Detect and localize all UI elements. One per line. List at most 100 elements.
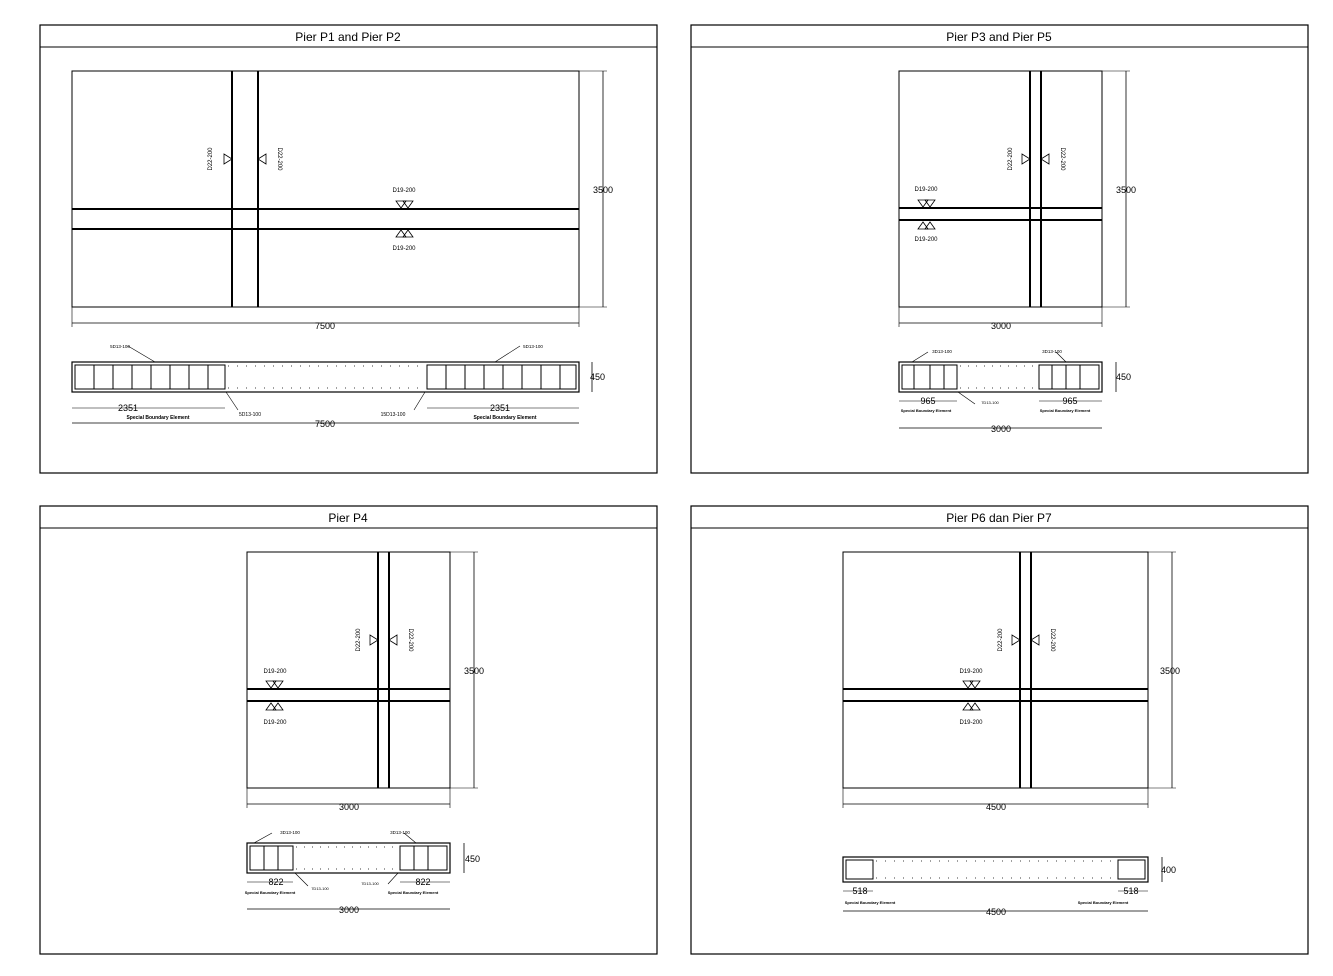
- rebar-marker: [969, 680, 981, 689]
- tie-label: 7D13-100: [311, 886, 329, 891]
- wall-section: 5D13-100 5D13-100 450 2351 2351 Special …: [71, 344, 605, 429]
- rebar-marker: [395, 229, 407, 238]
- rebar-marker: [962, 702, 974, 711]
- boundary-element-caption-left: Special Boundary Element: [901, 408, 952, 413]
- panel-title: Pier P3 and Pier P5: [946, 30, 1052, 44]
- rebar-marker: [1030, 634, 1040, 646]
- height-dimension: 3500: [464, 666, 484, 676]
- wall-elevation: D22-200 D22-200 D19-200 D19-200 3500 450…: [842, 551, 1180, 812]
- boundary-element-length-right: 822: [415, 877, 430, 887]
- horizontal-bar-label-bottom: D19-200: [263, 720, 287, 726]
- thickness-dimension: 450: [590, 372, 605, 382]
- rebar-marker: [1040, 153, 1050, 165]
- boundary-element-caption-left: Special Boundary Element: [126, 415, 189, 421]
- rebar-marker: [924, 199, 936, 208]
- boundary-element-length-right: 2351: [490, 403, 510, 413]
- panel-pier-p1-p2: Pier P1 and Pier P2 D22-200 D22-200 D19-…: [39, 24, 658, 474]
- boundary-element-caption-right: Special Boundary Element: [388, 890, 439, 895]
- tie-label: 5D13-100: [239, 412, 261, 418]
- rebar-marker: [272, 702, 284, 711]
- boundary-element-caption-left: Special Boundary Element: [845, 900, 896, 905]
- tie-label: 5D13-100: [523, 344, 543, 349]
- vertical-bar-label-right: D22-200: [1059, 147, 1065, 171]
- tie-label: 3D13-100: [390, 830, 410, 835]
- panel-title: Pier P4: [328, 511, 368, 525]
- panel-pier-p3-p5: Pier P3 and Pier P5 D22-200 D22-200 D19-…: [690, 24, 1309, 474]
- panel-title: Pier P6 dan Pier P7: [946, 511, 1052, 525]
- vertical-bar-label-left: D22-200: [208, 147, 214, 171]
- rebar-marker: [257, 153, 267, 165]
- rebar-marker: [265, 680, 277, 689]
- rebar-marker: [1011, 634, 1021, 646]
- rebar-marker: [962, 680, 974, 689]
- width-dimension: 3000: [339, 802, 359, 812]
- height-dimension: 3500: [1160, 666, 1180, 676]
- wall-section: 3D13-100 3D13-100 450 965 965 Special Bo…: [898, 349, 1131, 434]
- tie-label: 7D13-100: [361, 881, 379, 886]
- rebar-marker: [924, 221, 936, 230]
- boundary-element-length-left: 822: [268, 877, 283, 887]
- vertical-bar-label-right: D22-200: [276, 147, 282, 171]
- panel-pier-p6-p7: Pier P6 dan Pier P7 D22-200 D22-200 D19-…: [690, 505, 1309, 955]
- boundary-element-length-left: 518: [852, 886, 867, 896]
- horizontal-bar-label-bottom: D19-200: [914, 237, 938, 243]
- wall-elevation: D22-200 D22-200 D19-200 D19-200 3500 750…: [71, 70, 613, 331]
- boundary-element-caption-right: Special Boundary Element: [1078, 900, 1129, 905]
- boundary-element-length-right: 518: [1123, 886, 1138, 896]
- section-length-dimension: 4500: [986, 907, 1006, 917]
- rebar-marker: [395, 200, 407, 209]
- horizontal-bar-label-top: D19-200: [392, 188, 416, 194]
- boundary-element-length-left: 2351: [118, 403, 138, 413]
- rebar-marker: [223, 153, 233, 165]
- vertical-bar-label-left: D22-200: [998, 628, 1004, 652]
- thickness-dimension: 400: [1161, 865, 1176, 875]
- rebar-marker: [402, 200, 414, 209]
- rebar-marker: [272, 680, 284, 689]
- boundary-element-caption-left: Special Boundary Element: [245, 890, 296, 895]
- wall-section: 3D13-100 3D13-100 450 822 822 Special Bo…: [245, 830, 480, 915]
- thickness-dimension: 450: [465, 854, 480, 864]
- width-dimension: 7500: [315, 321, 335, 331]
- vertical-bar-label-left: D22-200: [1008, 147, 1014, 171]
- boundary-element-length-right: 965: [1062, 396, 1077, 406]
- horizontal-bar-label-bottom: D19-200: [959, 720, 983, 726]
- thickness-dimension: 450: [1116, 372, 1131, 382]
- tie-label: 3D13-100: [932, 349, 952, 354]
- vertical-bar-label-left: D22-200: [356, 628, 362, 652]
- boundary-element-caption-right: Special Boundary Element: [1040, 408, 1091, 413]
- width-dimension: 3000: [991, 321, 1011, 331]
- section-length-dimension: 3000: [339, 905, 359, 915]
- height-dimension: 3500: [593, 185, 613, 195]
- horizontal-bar-label-bottom: D19-200: [392, 246, 416, 252]
- wall-section: 400 518 518 Special Boundary Element Spe…: [842, 856, 1176, 917]
- height-dimension: 3500: [1116, 185, 1136, 195]
- rebar-marker: [917, 221, 929, 230]
- panel-pier-p4: Pier P4 D22-200 D22-200 D19-200 D19-200 …: [39, 505, 658, 955]
- tie-label: 3D13-100: [1042, 349, 1062, 354]
- rebar-marker: [969, 702, 981, 711]
- section-length-dimension: 3000: [991, 424, 1011, 434]
- rebar-marker: [917, 199, 929, 208]
- width-dimension: 4500: [986, 802, 1006, 812]
- horizontal-bar-label-top: D19-200: [914, 187, 938, 193]
- rebar-marker: [369, 634, 379, 646]
- tie-label: 15D13-100: [381, 412, 406, 418]
- rebar-marker: [402, 229, 414, 238]
- boundary-element-caption-right: Special Boundary Element: [473, 415, 536, 421]
- section-length-dimension: 7500: [315, 419, 335, 429]
- wall-elevation: D22-200 D22-200 D19-200 D19-200 3500 300…: [898, 70, 1136, 331]
- vertical-bar-label-right: D22-200: [407, 628, 413, 652]
- tie-label: 3D13-100: [280, 830, 300, 835]
- horizontal-bar-label-top: D19-200: [263, 669, 287, 675]
- panel-title: Pier P1 and Pier P2: [295, 30, 401, 44]
- horizontal-bar-label-top: D19-200: [959, 669, 983, 675]
- rebar-marker: [265, 702, 277, 711]
- rebar-marker: [388, 634, 398, 646]
- rebar-marker: [1021, 153, 1031, 165]
- boundary-element-length-left: 965: [920, 396, 935, 406]
- tie-label: 7D13-100: [981, 400, 999, 405]
- wall-elevation: D22-200 D22-200 D19-200 D19-200 3500 300…: [246, 551, 484, 812]
- vertical-bar-label-right: D22-200: [1049, 628, 1055, 652]
- tie-label: 5D13-100: [110, 344, 130, 349]
